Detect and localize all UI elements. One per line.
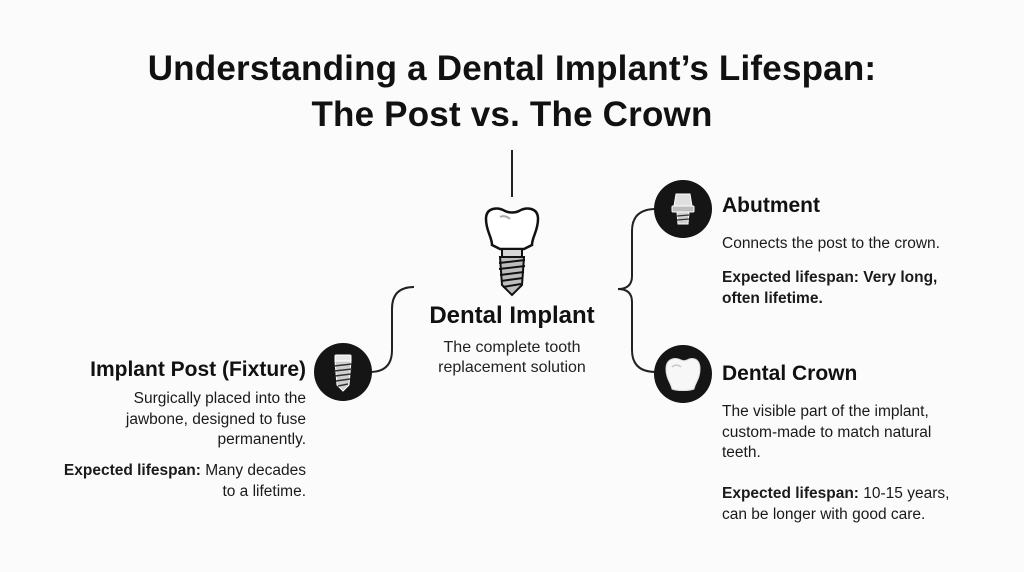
post-description: Surgically placed into the jawbone, desi…	[46, 389, 306, 451]
center-desc-line-2: replacement solution	[438, 359, 586, 376]
center-description: The complete tooth replacement solution	[400, 338, 624, 378]
abutment-lifespan: Expected lifespan: Very long, often life…	[722, 268, 1002, 309]
crown-lifespan-value-2: can be longer with good care.	[722, 505, 926, 523]
tooth-implant-icon	[476, 205, 548, 297]
abutment-title: Abutment	[722, 194, 820, 217]
page-title: Understanding a Dental Implant’s Lifespa…	[0, 46, 1024, 138]
post-lifespan-label: Expected lifespan:	[63, 462, 201, 479]
title-line-2: The Post vs. The Crown	[311, 95, 713, 134]
crown-lifespan-label: Expected lifespan:	[722, 485, 859, 502]
title-line-1: Understanding a Dental Implant’s Lifespa…	[147, 49, 877, 88]
post-lifespan-value-2: to a lifetime.	[222, 482, 306, 500]
abutment-description: Connects the post to the crown.	[722, 235, 940, 252]
crown-desc-line-2: custom-made to match natural	[722, 423, 932, 441]
screw-icon	[314, 343, 372, 401]
crown-description: The visible part of the implant, custom-…	[722, 402, 992, 464]
post-desc-line-2: jawbone, designed to fuse	[125, 410, 306, 428]
post-title: Implant Post (Fixture)	[90, 358, 306, 381]
post-desc-line-3: permanently.	[217, 431, 306, 448]
crown-desc-line-3: teeth.	[722, 444, 761, 461]
crown-lifespan-value-1: 10-15 years,	[863, 485, 950, 502]
abutment-lifespan-line-2: often lifetime.	[722, 289, 823, 307]
abutment-icon	[654, 180, 712, 238]
crown-title: Dental Crown	[722, 362, 858, 385]
crown-desc-line-1: The visible part of the implant,	[722, 403, 929, 420]
abutment-lifespan-line-1: Expected lifespan: Very long,	[722, 269, 938, 286]
crown-lifespan: Expected lifespan: 10-15 years, can be l…	[722, 484, 1002, 525]
center-desc-line-1: The complete tooth	[443, 339, 581, 356]
tooth-crown-icon	[654, 345, 712, 403]
post-lifespan: Expected lifespan: Many decades to a lif…	[36, 461, 306, 502]
post-lifespan-value-1: Many decades	[205, 462, 306, 479]
center-title: Dental Implant	[429, 302, 595, 329]
post-desc-line-1: Surgically placed into the	[133, 390, 306, 407]
